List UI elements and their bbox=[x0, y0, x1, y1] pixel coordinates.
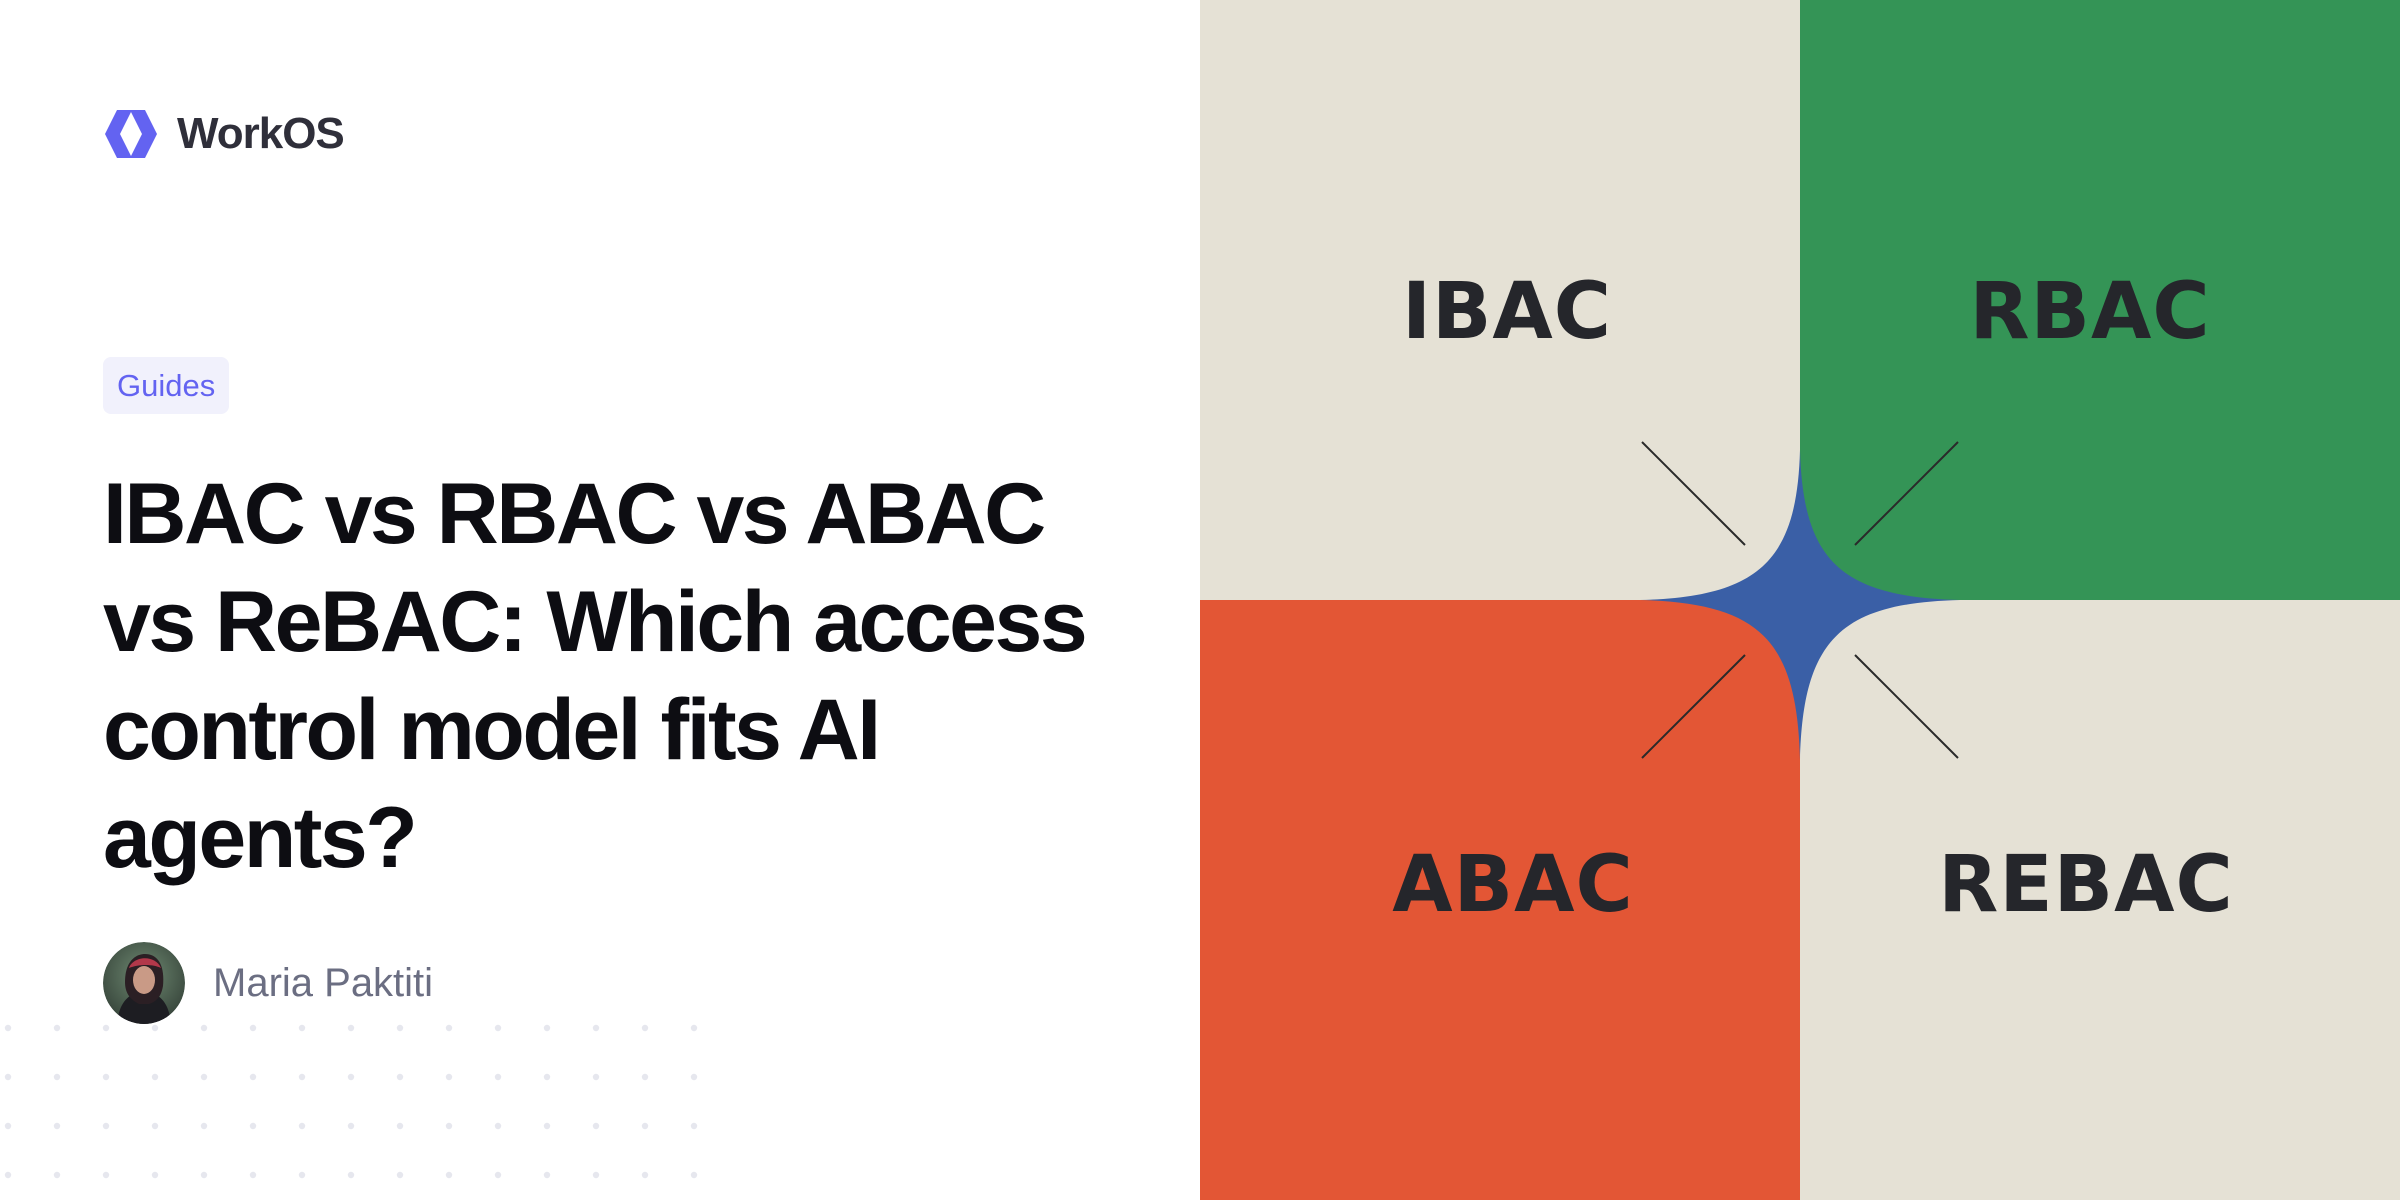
pattern-dot bbox=[200, 1024, 208, 1032]
brand-name: WorkOS bbox=[177, 109, 345, 158]
category-tag[interactable]: Guides bbox=[103, 357, 230, 414]
pattern-dot bbox=[543, 1171, 551, 1179]
author-byline: Maria Paktiti bbox=[103, 942, 433, 1024]
connector-lines bbox=[1641, 441, 1959, 759]
pattern-dot bbox=[543, 1122, 551, 1130]
pattern-dot bbox=[592, 1024, 600, 1032]
pattern-dot bbox=[347, 1122, 355, 1130]
pattern-dot bbox=[249, 1073, 257, 1081]
author-name[interactable]: Maria Paktiti bbox=[213, 960, 434, 1005]
dot-pattern bbox=[4, 1024, 698, 1179]
pattern-dot bbox=[690, 1024, 698, 1032]
pattern-dot bbox=[249, 1024, 257, 1032]
quadrant-label-rbac: RBAC bbox=[1969, 267, 2211, 357]
quadrant-label-abac: ABAC bbox=[1392, 840, 1634, 930]
pattern-dot bbox=[347, 1073, 355, 1081]
pattern-dot bbox=[445, 1073, 453, 1081]
pattern-dot bbox=[151, 1073, 159, 1081]
pattern-dot bbox=[396, 1073, 404, 1081]
pattern-dot bbox=[53, 1122, 61, 1130]
pattern-dot bbox=[102, 1122, 110, 1130]
pattern-dot bbox=[641, 1024, 649, 1032]
pattern-dot bbox=[592, 1171, 600, 1179]
pattern-dot bbox=[445, 1024, 453, 1032]
pattern-dot bbox=[298, 1073, 306, 1081]
pattern-dot bbox=[543, 1073, 551, 1081]
pattern-dot bbox=[200, 1171, 208, 1179]
pattern-dot bbox=[4, 1073, 12, 1081]
pattern-dot bbox=[396, 1122, 404, 1130]
pattern-dot bbox=[690, 1171, 698, 1179]
author-avatar bbox=[103, 942, 185, 1024]
pattern-dot bbox=[102, 1171, 110, 1179]
article-title: IBAC vs RBAC vs ABAC vs ReBAC: Which acc… bbox=[103, 466, 1088, 886]
pattern-dot bbox=[690, 1122, 698, 1130]
pattern-dot bbox=[53, 1073, 61, 1081]
pattern-dot bbox=[249, 1171, 257, 1179]
pattern-dot bbox=[445, 1171, 453, 1179]
pattern-dot bbox=[641, 1122, 649, 1130]
pattern-dot bbox=[641, 1171, 649, 1179]
pattern-dot bbox=[494, 1171, 502, 1179]
pattern-dot bbox=[102, 1073, 110, 1081]
illustration-panel: IBAC RBAC ABAC REBAC bbox=[1200, 0, 2400, 1200]
pattern-dot bbox=[494, 1122, 502, 1130]
quadrant-label-rebac: REBAC bbox=[1938, 840, 2234, 930]
pattern-dot bbox=[396, 1171, 404, 1179]
quadrant-label-ibac: IBAC bbox=[1401, 267, 1613, 357]
pattern-dot bbox=[347, 1171, 355, 1179]
pattern-dot bbox=[641, 1073, 649, 1081]
pattern-dot bbox=[494, 1024, 502, 1032]
pattern-dot bbox=[396, 1024, 404, 1032]
pattern-dot bbox=[298, 1122, 306, 1130]
center-star bbox=[1640, 450, 1960, 760]
pattern-dot bbox=[592, 1122, 600, 1130]
text-panel: WorkOS Guides IBAC vs RBAC vs ABAC vs Re… bbox=[4, 106, 1088, 1179]
pattern-dot bbox=[4, 1024, 12, 1032]
access-control-quadrants bbox=[1200, 0, 2400, 1200]
workos-logo-icon bbox=[105, 110, 157, 158]
pattern-dot bbox=[200, 1073, 208, 1081]
pattern-dot bbox=[4, 1171, 12, 1179]
pattern-dot bbox=[347, 1024, 355, 1032]
pattern-dot bbox=[298, 1171, 306, 1179]
pattern-dot bbox=[249, 1122, 257, 1130]
pattern-dot bbox=[445, 1122, 453, 1130]
pattern-dot bbox=[4, 1122, 12, 1130]
workos-logo[interactable]: WorkOS bbox=[103, 106, 345, 162]
pattern-dot bbox=[102, 1024, 110, 1032]
pattern-dot bbox=[592, 1073, 600, 1081]
pattern-dot bbox=[200, 1122, 208, 1130]
pattern-dot bbox=[151, 1122, 159, 1130]
pattern-dot bbox=[53, 1024, 61, 1032]
pattern-dot bbox=[690, 1073, 698, 1081]
pattern-dot bbox=[494, 1073, 502, 1081]
pattern-dot bbox=[151, 1171, 159, 1179]
pattern-dot bbox=[151, 1024, 159, 1032]
pattern-dot bbox=[53, 1171, 61, 1179]
pattern-dot bbox=[543, 1024, 551, 1032]
pattern-dot bbox=[298, 1024, 306, 1032]
